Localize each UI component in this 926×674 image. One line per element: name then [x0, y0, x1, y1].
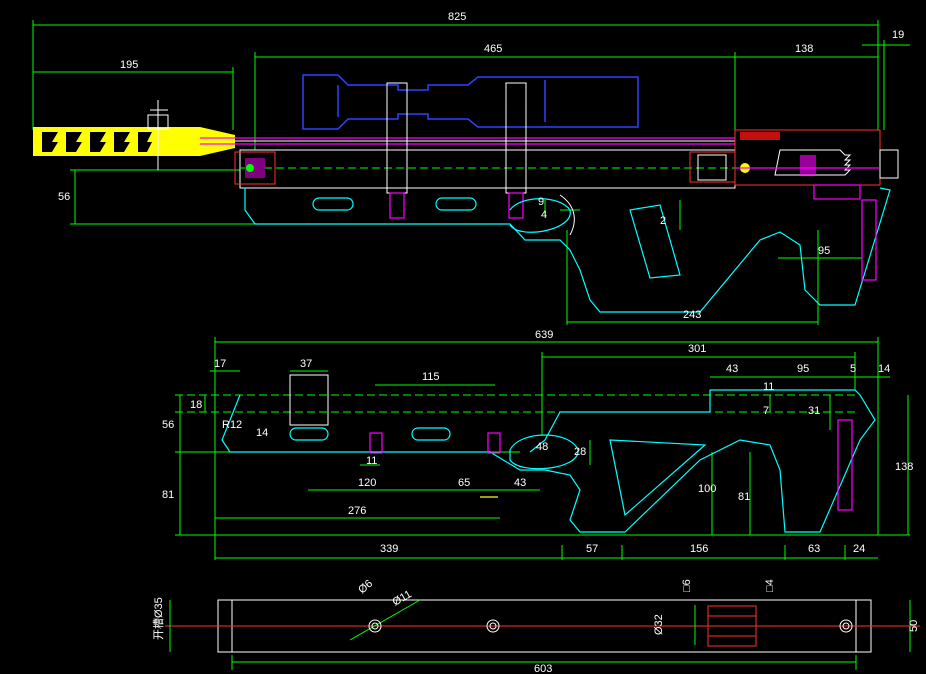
dim-120: 120 [358, 477, 376, 489]
dim-sq6: □6 [681, 579, 693, 592]
dim-115: 115 [422, 371, 440, 383]
dim-19: 19 [892, 29, 904, 41]
dim-276: 276 [348, 505, 366, 517]
dim-9: 9 [538, 196, 544, 208]
dim-639: 639 [535, 329, 553, 341]
top-view: 825 465 195 138 19 56 9 4 2 95 243 [32, 11, 910, 325]
plate-slot [707, 605, 757, 647]
dim-138: 138 [795, 43, 813, 55]
dim-243: 243 [683, 309, 701, 321]
dim-57: 57 [586, 543, 598, 555]
dim-95-mid: 95 [797, 363, 809, 375]
dim-slot-d35: 开槽Ø35 [152, 597, 165, 640]
dim-56-mid: 56 [162, 419, 174, 431]
dim-56-top: 56 [58, 191, 70, 203]
dim-301: 301 [688, 343, 706, 355]
dim-81-right: 81 [738, 491, 750, 503]
dim-2: 2 [660, 215, 666, 227]
dim-24: 24 [853, 543, 865, 555]
dim-603: 603 [534, 663, 552, 674]
dim-63: 63 [808, 543, 820, 555]
muzzle-slots [42, 132, 152, 152]
dim-7: 7 [763, 405, 769, 417]
dim-81-left: 81 [162, 489, 174, 501]
dim-11-vert: 11 [763, 381, 774, 393]
dim-195: 195 [120, 59, 138, 71]
dim-d32: Ø32 [653, 614, 665, 635]
dim-5: 5 [850, 363, 856, 375]
dim-43-top: 43 [726, 363, 738, 375]
dim-100: 100 [698, 483, 716, 495]
bottom-view: Ø6 Ø11 □6 □4 开槽Ø35 Ø32 50 603 [152, 578, 920, 674]
dim-50: 50 [908, 620, 920, 632]
dim-r12: R12 [222, 419, 242, 431]
dim-18: 18 [190, 399, 202, 411]
dim-465: 465 [484, 43, 502, 55]
dim-37: 37 [300, 358, 312, 370]
middle-view: 639 301 17 37 115 43 95 5 14 11 18 56 R1… [162, 329, 913, 560]
dim-31: 31 [808, 405, 820, 417]
dim-14-left: 14 [256, 427, 268, 439]
muzzle-brake [33, 127, 235, 156]
middle-stock-outline [221, 389, 876, 533]
dim-95-top: 95 [818, 245, 830, 257]
action-section [689, 129, 899, 200]
dim-48: 48 [536, 441, 548, 453]
dim-65: 65 [458, 477, 470, 489]
dim-339: 339 [380, 543, 398, 555]
top-stock-outline [244, 187, 891, 313]
dim-43-bottom: 43 [514, 477, 526, 489]
dim-d6: Ø6 [356, 578, 375, 597]
trigger [559, 194, 575, 236]
dim-156: 156 [690, 543, 708, 555]
dim-138-right: 138 [895, 461, 913, 473]
front-block [234, 151, 276, 185]
dim-17: 17 [214, 358, 226, 370]
dim-11-horz: 11 [366, 455, 377, 467]
dim-825: 825 [448, 11, 466, 23]
dim-4: 4 [541, 209, 547, 221]
dim-14-right: 14 [878, 363, 890, 375]
scope [302, 74, 639, 130]
dim-28: 28 [574, 446, 586, 458]
dim-sq4: □4 [764, 579, 776, 592]
